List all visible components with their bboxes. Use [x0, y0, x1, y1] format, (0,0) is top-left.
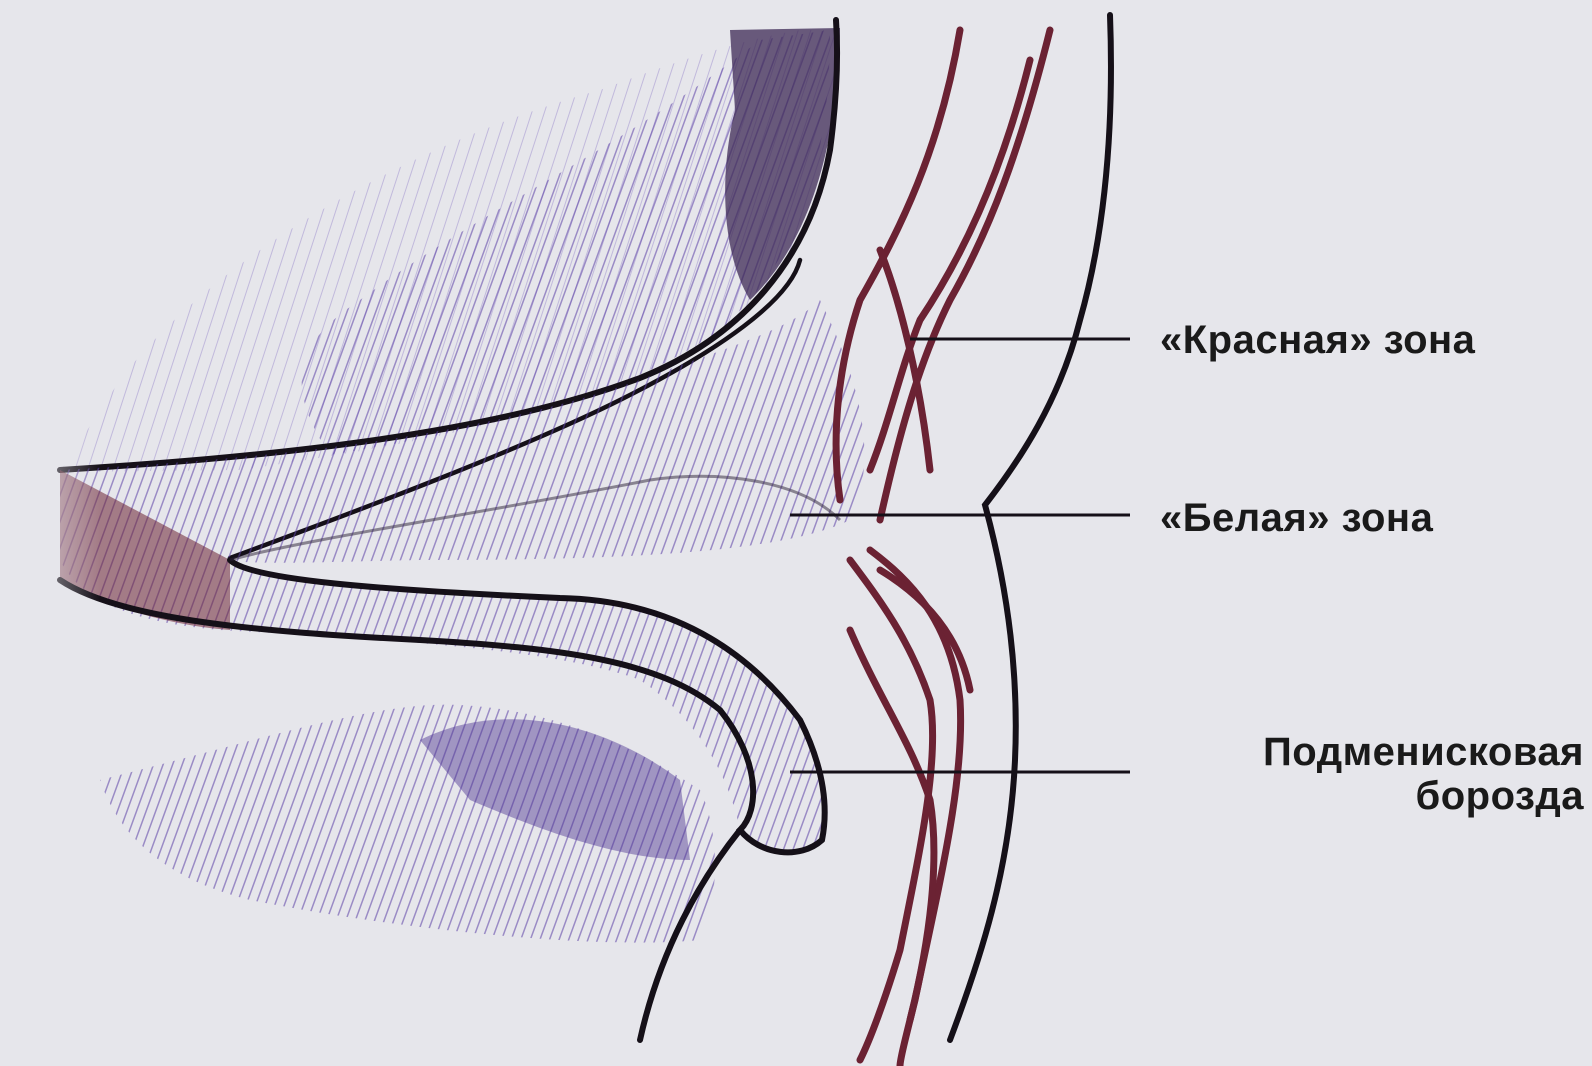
- label-submeniscal-groove: Подменисковая борозда: [1172, 730, 1584, 818]
- label-white-zone: «Белая» зона: [1160, 496, 1433, 540]
- label-submeniscal-groove-line1: Подменисковая: [1172, 730, 1584, 774]
- label-submeniscal-groove-line2: борозда: [1172, 774, 1584, 818]
- label-red-zone: «Красная» зона: [1160, 318, 1475, 362]
- joint-capsule: [950, 15, 1111, 1040]
- capsule-vessels: [836, 30, 1050, 1066]
